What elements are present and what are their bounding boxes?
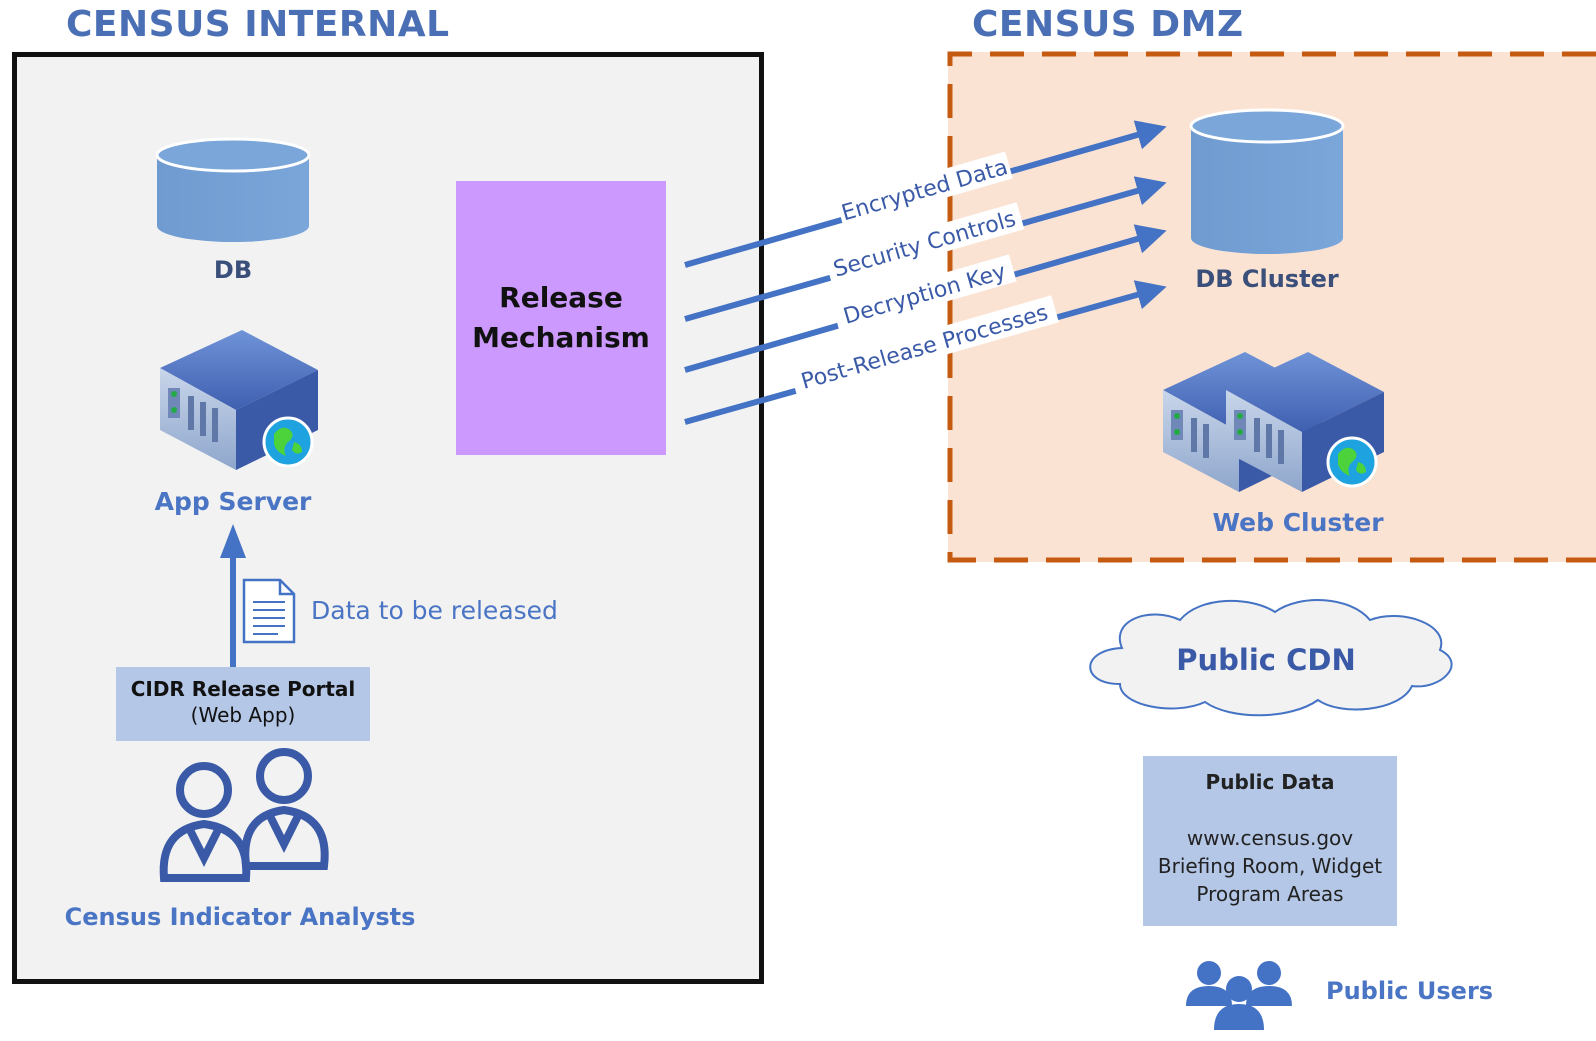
portal-title: CIDR Release Portal bbox=[130, 677, 356, 701]
cidr-release-portal-box: CIDR Release Portal (Web App) bbox=[116, 667, 370, 741]
app-server-label: App Server bbox=[154, 487, 312, 516]
public-data-title: Public Data bbox=[1205, 770, 1335, 794]
web-cluster-label: Web Cluster bbox=[1212, 508, 1384, 537]
app-server-icon bbox=[160, 330, 318, 470]
public-data-box: Public Data www.census.gov Briefing Room… bbox=[1143, 756, 1397, 926]
public-data-line-2: Briefing Room, Widget bbox=[1157, 854, 1383, 878]
web-cluster-icon bbox=[1163, 352, 1384, 492]
cdn-cloud-icon bbox=[1089, 599, 1453, 717]
flow-arrows bbox=[684, 120, 1167, 425]
data-to-be-released-label: Data to be released bbox=[311, 596, 558, 625]
census-internal-title: CENSUS INTERNAL bbox=[66, 4, 450, 45]
public-data-line-1: www.census.gov bbox=[1186, 826, 1354, 850]
db-cluster-label: DB Cluster bbox=[1195, 265, 1339, 293]
document-icon bbox=[242, 578, 296, 644]
release-mechanism-line-2: Mechanism bbox=[472, 321, 650, 354]
public-users-label: Public Users bbox=[1326, 977, 1494, 1005]
public-cdn-label: Public CDN bbox=[1176, 643, 1356, 677]
census-dmz-title: CENSUS DMZ bbox=[972, 4, 1244, 45]
db-label: DB bbox=[213, 256, 253, 284]
dmz-dashed-border bbox=[947, 51, 1596, 563]
upload-arrow bbox=[220, 524, 246, 668]
db-cluster-icon bbox=[1189, 108, 1345, 254]
public-users-icon bbox=[1186, 961, 1292, 1030]
db-icon bbox=[155, 137, 311, 242]
release-mechanism-box: Release Mechanism bbox=[456, 181, 666, 455]
analysts-label: Census Indicator Analysts bbox=[64, 903, 416, 931]
release-mechanism-line-1: Release bbox=[499, 281, 623, 314]
portal-subtitle: (Web App) bbox=[190, 703, 296, 727]
analysts-icon bbox=[159, 748, 329, 882]
public-data-line-3: Program Areas bbox=[1196, 882, 1344, 906]
